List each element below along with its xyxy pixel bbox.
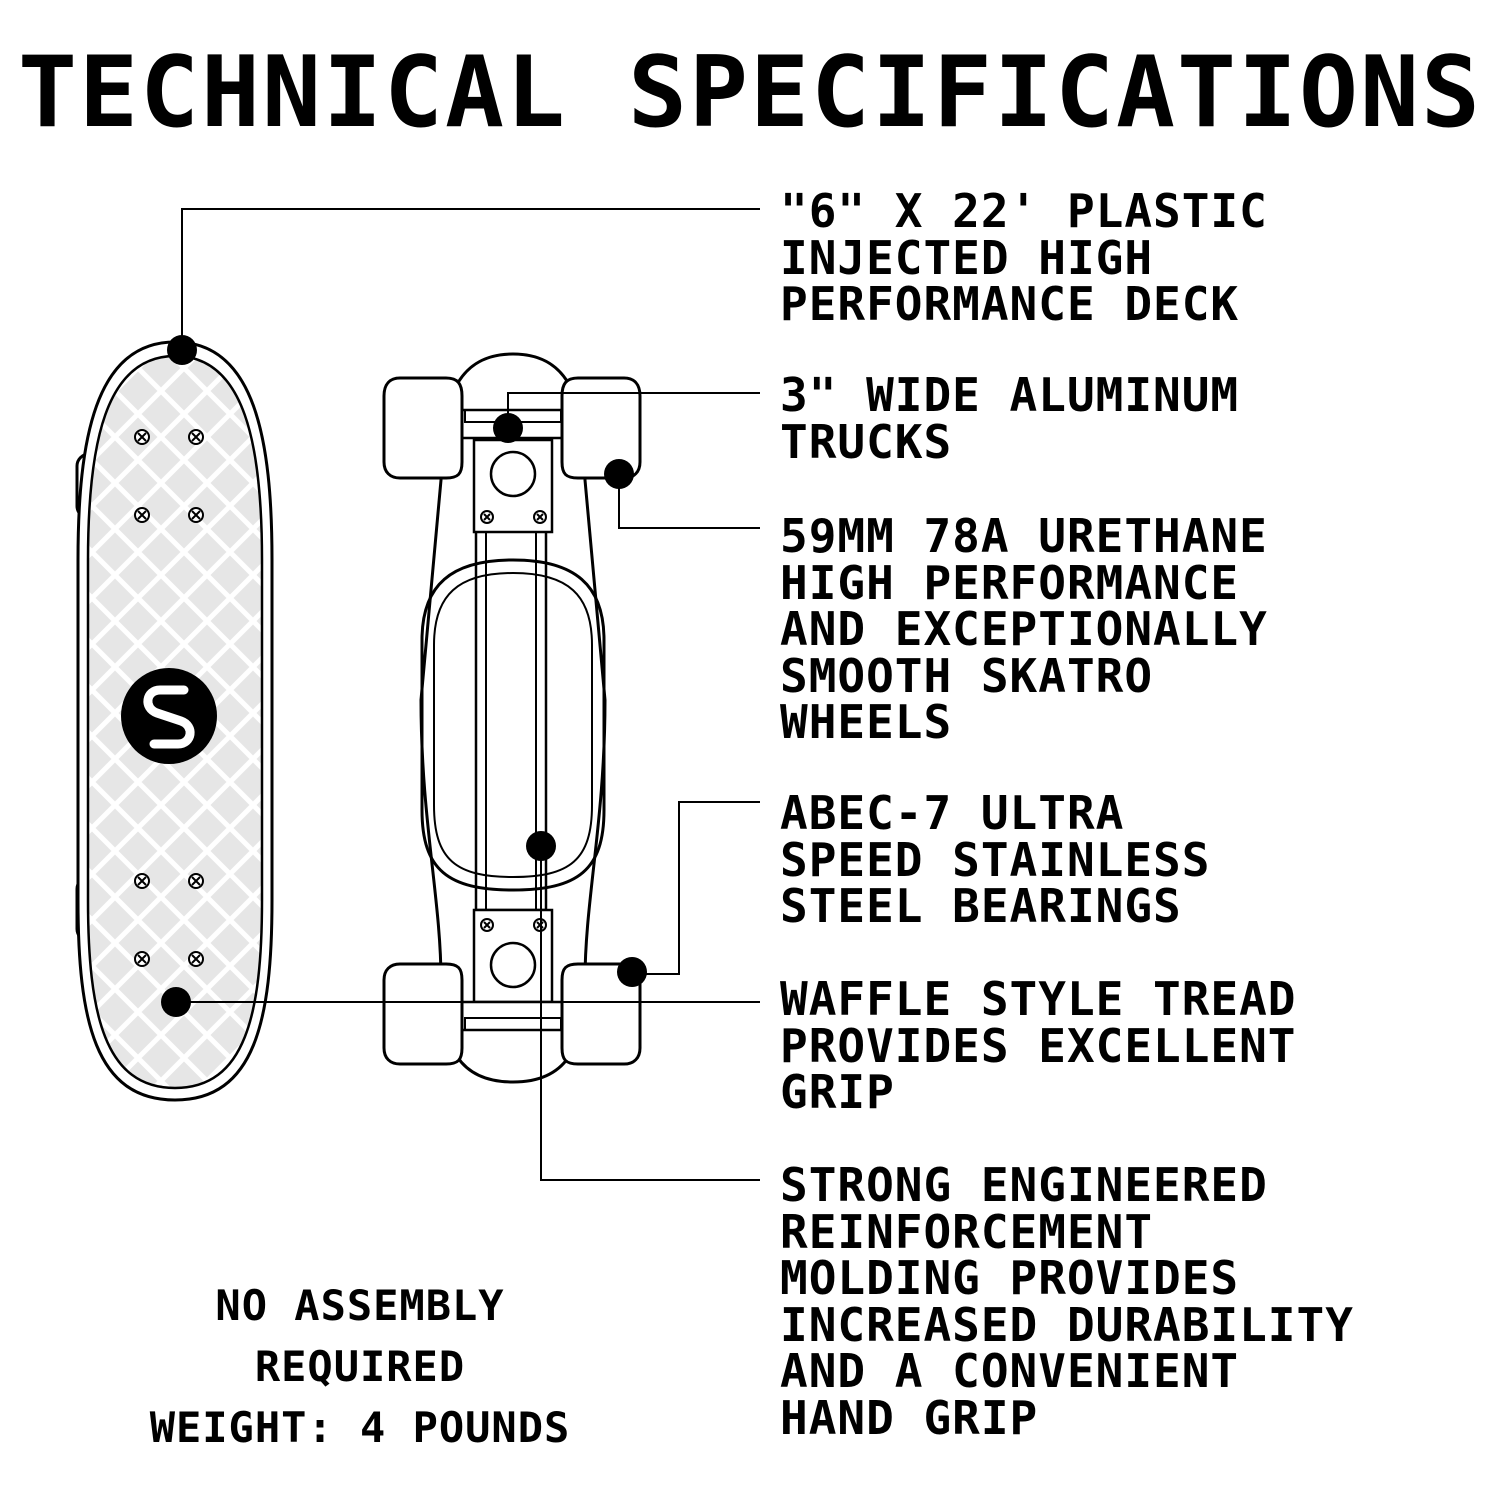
callout-deck <box>181 208 760 350</box>
callout-wheels <box>618 474 760 529</box>
spec-line: AND EXCEPTIONALLY <box>780 602 1268 656</box>
spec-deck: "6" X 22' PLASTIC INJECTED HIGH PERFORMA… <box>780 188 1480 328</box>
deck-top-view <box>75 340 274 1102</box>
spec-line: WAFFLE STYLE TREAD <box>780 972 1297 1026</box>
spec-wheels: 59MM 78A URETHANE HIGH PERFORMANCE AND E… <box>780 513 1480 746</box>
deck-bottom-view <box>382 352 642 1084</box>
rear-truck <box>382 908 642 1066</box>
spec-bearings: ABEC-7 ULTRA SPEED STAINLESS STEEL BEARI… <box>780 790 1480 930</box>
spec-line: HAND GRIP <box>780 1390 1039 1445</box>
spec-line: HIGH PERFORMANCE <box>780 555 1240 610</box>
page-title: TECHNICAL SPECIFICATIONS <box>17 36 1483 150</box>
assembly-weight-note: NO ASSEMBLY REQUIRED WEIGHT: 4 POUNDS <box>50 1275 670 1458</box>
spec-line: AND A CONVENIENT <box>780 1344 1240 1398</box>
callout-bearings <box>632 801 760 975</box>
spec-tread: WAFFLE STYLE TREAD PROVIDES EXCELLENT GR… <box>780 976 1480 1116</box>
spec-molding: STRONG ENGINEERED REINFORCEMENT MOLDING … <box>780 1162 1480 1441</box>
callout-dots <box>161 335 647 1017</box>
wheel-front-left <box>382 376 464 480</box>
spec-line: PERFORMANCE DECK <box>780 277 1240 331</box>
front-truck <box>382 376 642 534</box>
spec-line: STEEL BEARINGS <box>780 879 1182 933</box>
rear-axle <box>456 1000 570 1032</box>
spec-line: WHEELS <box>780 695 953 749</box>
callout-molding <box>540 846 760 1181</box>
spec-line: "6" X 22' PLASTIC <box>780 184 1268 238</box>
spec-trucks: 3" WIDE ALUMINUM TRUCKS <box>780 372 1480 465</box>
spec-line: TRUCKS <box>780 414 953 469</box>
footer-line: NO ASSEMBLY <box>215 1281 505 1330</box>
footer-line: REQUIRED <box>254 1342 466 1391</box>
spec-line: INJECTED HIGH <box>780 230 1154 285</box>
callout-lines <box>176 208 760 1181</box>
wheel-rear-left <box>382 962 464 1066</box>
spec-line: MOLDING PROVIDES <box>780 1251 1240 1305</box>
spec-line: PROVIDES EXCELLENT <box>780 1018 1297 1073</box>
spec-line: 59MM 78A URETHANE <box>780 509 1268 563</box>
spec-line: SPEED STAINLESS <box>780 832 1211 887</box>
spec-line: REINFORCEMENT <box>780 1204 1154 1259</box>
spec-line: SMOOTH SKATRO <box>780 648 1154 703</box>
spec-line: ABEC-7 ULTRA <box>780 786 1125 840</box>
footer-line: WEIGHT: 4 POUNDS <box>149 1403 571 1452</box>
skatro-s-logo-icon <box>121 668 217 764</box>
spec-line: STRONG ENGINEERED <box>780 1158 1268 1212</box>
spec-line: GRIP <box>780 1065 895 1119</box>
spec-line: 3" WIDE ALUMINUM <box>780 368 1240 422</box>
spec-line: INCREASED DURABILITY <box>780 1297 1354 1352</box>
reinforcement-molding <box>420 558 606 892</box>
